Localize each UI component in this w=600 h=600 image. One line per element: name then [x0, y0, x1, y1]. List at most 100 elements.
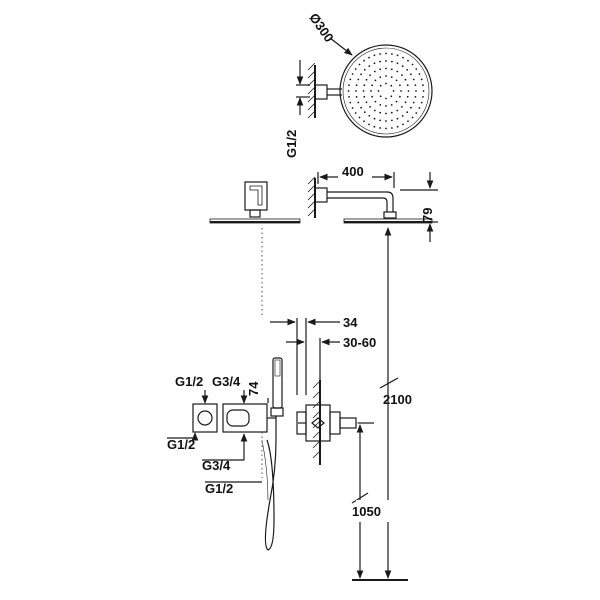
nozzle: [412, 78, 415, 81]
total-height-label: 2100: [383, 392, 412, 407]
shower-arm-side-view: 400 79: [307, 164, 438, 242]
nozzle: [407, 90, 410, 92]
wall-depth-dimensions: 34 30-60: [270, 315, 376, 395]
nozzle: [385, 60, 387, 62]
nozzle: [391, 127, 393, 129]
nozzle: [420, 101, 423, 104]
nozzle: [363, 111, 366, 114]
nozzle: [358, 63, 361, 66]
nozzle: [385, 75, 387, 77]
nozzle: [360, 73, 362, 76]
nozzle: [399, 84, 401, 87]
nozzle: [385, 127, 387, 130]
nozzle: [357, 78, 360, 81]
nozzle: [390, 76, 393, 78]
nozzle: [404, 101, 407, 104]
nozzle: [390, 68, 393, 71]
nozzle: [379, 53, 381, 55]
thermostat-plate: [222, 403, 268, 433]
front-view-head: [209, 181, 301, 318]
nozzle: [358, 116, 361, 119]
nozzle: [402, 123, 404, 126]
nozzle: [373, 54, 376, 57]
nozzle: [351, 73, 354, 75]
nozzle: [396, 125, 399, 128]
arm-length-label: 400: [342, 164, 364, 179]
nozzle: [371, 84, 373, 87]
nozzle: [354, 68, 357, 70]
nozzle: [379, 84, 382, 87]
nozzle: [402, 56, 404, 59]
outlet-height-label: 1050: [352, 504, 381, 519]
nozzle: [404, 78, 407, 81]
valve-side-view: [296, 380, 370, 465]
nozzle: [373, 109, 376, 112]
height-dimensions: 2100 1050: [351, 227, 433, 581]
nozzle: [396, 70, 399, 73]
nozzle: [392, 90, 395, 92]
nozzle: [368, 56, 370, 59]
nozzle: [400, 90, 402, 92]
nozzle: [420, 78, 423, 81]
nozzle: [385, 120, 387, 122]
nozzle: [373, 62, 376, 65]
nozzle: [415, 112, 418, 114]
nozzle: [355, 96, 358, 98]
nozzle: [410, 106, 412, 109]
nozzle: [365, 101, 368, 104]
nozzle: [379, 76, 382, 78]
nozzle: [374, 79, 377, 82]
nozzle: [390, 95, 393, 98]
wall-range-label: 30-60: [343, 335, 376, 350]
left-thread-labels: G1/2 G3/4 74 G1/2 G3/4 G1/2: [167, 374, 269, 496]
nozzle: [368, 123, 370, 126]
nozzle: [406, 68, 409, 71]
wall-flange: [314, 84, 328, 100]
nozzle: [371, 95, 373, 98]
nozzle: [415, 68, 418, 70]
nozzle: [390, 111, 393, 114]
nozzle: [422, 84, 424, 86]
nozzle: [390, 104, 393, 106]
nozzle: [391, 53, 393, 55]
nozzle: [363, 95, 366, 98]
nozzle: [347, 90, 350, 92]
nozzle: [385, 97, 387, 100]
nozzle: [379, 60, 381, 63]
nozzle: [385, 82, 387, 85]
nozzle: [414, 84, 417, 86]
nozzle: [363, 84, 366, 87]
nozzle: [363, 68, 366, 71]
nozzle: [414, 96, 417, 98]
nozzle: [406, 95, 409, 98]
nozzle: [379, 95, 382, 98]
nozzle: [373, 70, 376, 73]
nozzle: [418, 107, 421, 109]
nozzle: [379, 104, 382, 106]
nozzle: [391, 119, 393, 122]
nozzle: [377, 90, 380, 92]
nozzle: [349, 101, 352, 104]
nozzle: [422, 90, 425, 92]
nozzle: [396, 62, 399, 65]
nozzle: [363, 59, 365, 62]
nozzle: [396, 54, 399, 57]
nozzle: [385, 105, 387, 107]
nozzle: [406, 111, 409, 114]
nozzle: [354, 112, 357, 114]
nozzle: [415, 90, 417, 92]
wall-hatch-top: [307, 62, 316, 119]
control-panel: [192, 403, 276, 478]
nozzle: [379, 127, 381, 129]
nozzle: [348, 84, 350, 86]
nozzle: [365, 78, 368, 81]
nozzle: [401, 65, 404, 67]
wall-depth-label: 34: [343, 315, 358, 330]
nozzle: [411, 63, 414, 66]
head-drop-label: 79: [420, 208, 435, 222]
bottom-thread-1: G3/4: [202, 458, 231, 473]
nozzle: [396, 109, 399, 112]
nozzle: [355, 90, 357, 92]
nozzle: [401, 74, 403, 76]
